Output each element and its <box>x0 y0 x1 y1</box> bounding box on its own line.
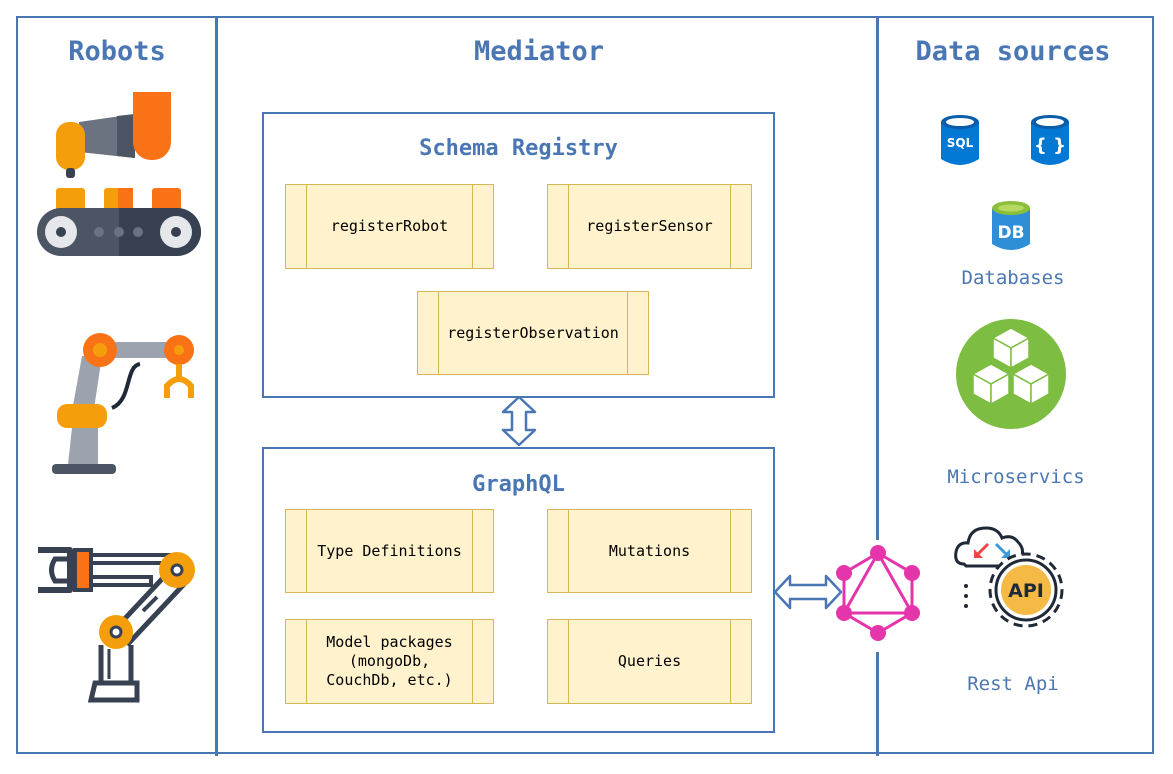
data-sources-title: Data sources <box>915 36 1111 67</box>
databases-label: Databases <box>961 267 1065 289</box>
robots-divider <box>215 16 218 756</box>
horizontal-double-arrow-icon <box>774 574 842 610</box>
vertical-double-arrow-icon <box>501 396 537 446</box>
register-robot-process: registerRobot <box>285 184 494 269</box>
schema-registry-title: Schema Registry <box>419 136 618 161</box>
graphql-title: GraphQL <box>472 472 565 497</box>
rest-api-label: Rest Api <box>967 673 1059 695</box>
db-icon: DB <box>992 201 1030 250</box>
sql-icon-text: SQL <box>947 136 974 150</box>
register-observation-process: registerObservation <box>417 291 649 375</box>
model-packages-process: Model packages (mongoDb, CouchDb, etc.) <box>285 619 494 704</box>
industrial-arm-icon <box>38 547 195 703</box>
conveyor-robot-icon <box>37 92 201 256</box>
register-sensor-process: registerSensor <box>547 184 752 269</box>
diagram-frame <box>16 16 1154 754</box>
mutations-process: Mutations <box>547 509 752 593</box>
api-icon-text: API <box>1008 580 1044 602</box>
queries-process: Queries <box>547 619 752 704</box>
robots-title: Robots <box>68 36 166 67</box>
mediator-title: Mediator <box>473 36 605 67</box>
data-sources-divider <box>876 16 879 756</box>
sql-database-icon: SQL <box>941 115 979 165</box>
rest-api-icon: API <box>954 526 1064 628</box>
db-icon-text: DB <box>997 223 1024 243</box>
graphql-logo-icon <box>836 540 920 652</box>
json-database-icon: { } <box>1031 115 1069 165</box>
type-definitions-process: Type Definitions <box>285 509 494 593</box>
json-icon-text: { } <box>1034 135 1066 156</box>
microservices-label: Microservics <box>947 466 1085 488</box>
microservices-icon <box>956 319 1066 429</box>
robotic-arm-icon <box>52 333 194 474</box>
